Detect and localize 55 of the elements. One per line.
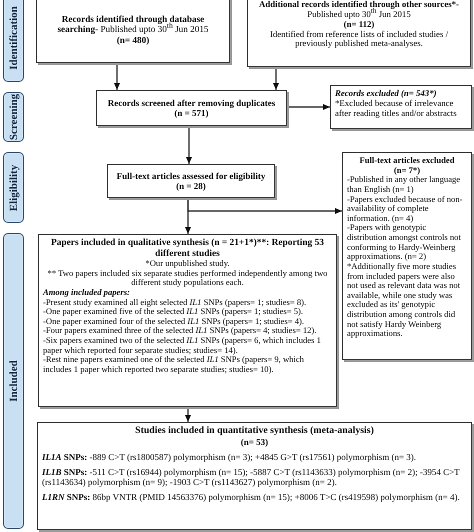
box-text: -Six papers examined two of the selected IL1 SNPs (papers= 6, which includes 1 paper which reported four separate studies; studies= 14). — [43, 336, 322, 356]
box-text: L1RN SNPs: 86bp VNTR (PMID 14563376) polymorphism (n= 15); +8006 T>C (rs419598) polymorphism (n= 4). — [42, 492, 461, 502]
process-box — [36, 0, 230, 63]
box-text: (n= 112) — [342, 20, 376, 30]
box-heading: Records identified through database searching- Published upto 30$^{th}$ Jun 2015 — [56, 14, 210, 35]
stage-label: Eligibility — [8, 164, 20, 211]
arrow — [185, 407, 191, 422]
box-text: *Excluded because of irrelevance after reading titles and/or abstracts — [335, 98, 458, 119]
box-text: Published upto 30$^{th}$ Jun 2015 — [307, 10, 411, 20]
stage-label: Screening — [8, 94, 20, 140]
box-text: (n= 7*) — [392, 166, 422, 176]
box-text: IL1A SNPs: -889 C>T (rs1800587) polymorphism (n= 3); +4845 G>T (rs17561) polymorphism (n= 3). — [42, 452, 418, 462]
box-text: -Present study examined all eight selected IL1 SNPs (papers= 1; studies= 8). — [43, 298, 308, 308]
box-text: -Published in any other language than English (n= 1) — [347, 175, 462, 194]
stage-band — [3, 152, 24, 223]
box-heading: Additional records identified through other sources*- — [258, 0, 460, 9]
box-heading: Full-text articles excluded — [358, 156, 456, 166]
process-box — [37, 422, 472, 530]
box-text: ** Two papers included six separate studies performed independently among two different study populations each. — [46, 268, 328, 288]
box-text: Identified from reference lists of included studies / previously published meta-analyses. — [268, 30, 450, 50]
box-text: Among included papers: — [43, 288, 131, 298]
stage-label: Identification — [8, 6, 20, 70]
process-box — [107, 164, 275, 198]
stage-label: Included — [8, 360, 20, 402]
stage-band — [3, 92, 24, 142]
box-heading: Papers included in qualitative synthesis (n = 21+1*)**: Reporting 53 different studies — [50, 238, 325, 260]
box-text: IL1B SNPs: -511 C>T (rs16944) polymorphism (n= 15); -5887 C>T (rs1143633) polymorphism (n= 2); -3954 C>T (rs1143634) polymorphism (n= 9); -1903 C>T (rs1143627) polymorphism (n= 2). — [42, 467, 460, 488]
stage-band — [3, 233, 24, 529]
box-text: *Additionally five more studies from included papers were also not used as relevant data was not available, while one study was excluded as its' genotypic distribution among controls did not satisfy Hardy Weinberg approximations. — [347, 262, 462, 339]
box-text: -Papers excluded because of non-availability of complete information. (n= 4) — [347, 194, 464, 224]
box-text: -Four papers examined three of the selected IL1 SNPs (papers= 4; studies= 12). — [43, 326, 318, 336]
box-heading: Studies included in quantitative synthesis (meta-analysis) — [134, 426, 375, 437]
box-heading: Full-text articles assessed for eligibility — [116, 170, 266, 181]
arrow — [114, 63, 120, 90]
process-box — [342, 152, 472, 360]
stage-band — [3, 0, 24, 82]
arrow — [187, 198, 342, 214]
box-text: (n= 480) — [116, 34, 150, 45]
box-text: (n = 28) — [175, 181, 207, 192]
arrow — [273, 67, 279, 90]
process-box — [96, 90, 287, 126]
box-heading: Records excluded (n= 543*) — [335, 89, 438, 99]
box-text: *Our unpublished study. — [144, 259, 231, 269]
arrow — [186, 126, 192, 164]
box-text: (n= 53) — [240, 436, 270, 448]
process-box — [330, 85, 472, 129]
box-text: -One paper examined four of the selected IL1 SNPs (papers= 1; studies= 4). — [43, 316, 306, 326]
process-box — [38, 234, 337, 407]
process-box — [247, 0, 471, 67]
box-text: -One paper examined five of the selected IL1 SNPs (papers= 1; studies= 5). — [43, 307, 304, 317]
box-text: -Papers with genotypic distribution amongst controls not conforming to Hardy-Weinberg approximations. (n= 2) — [347, 223, 462, 262]
box-text: -Rest nine papers examined one of the selected IL1 SNPs (papers= 9, which includes 1 paper which reported two separate studies; studies= 10). — [43, 355, 305, 375]
box-heading: Records screened after removing duplicates — [106, 98, 276, 108]
box-text: (n = 571) — [173, 108, 210, 118]
arrow — [287, 104, 330, 110]
